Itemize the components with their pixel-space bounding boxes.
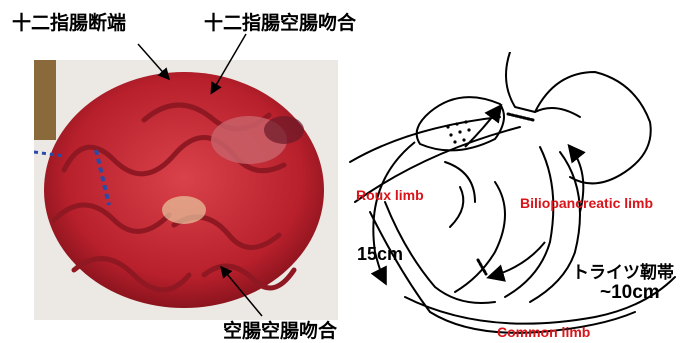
surgical-photo (34, 60, 338, 320)
liver (264, 116, 304, 144)
common-limb-label: Common limb (497, 324, 590, 340)
mesentery (162, 196, 206, 224)
jejunojejunal-anastomosis-label: 空腸空腸吻合 (223, 316, 337, 343)
biliopancreatic-limb-label: Biliopancreatic limb (520, 195, 653, 211)
roux-limb-label: Roux limb (356, 187, 424, 203)
stump-arrow (465, 107, 500, 147)
roux-length-label: 15cm (357, 244, 403, 265)
table-corner (34, 60, 56, 140)
treitz-length-label: ~10cm (600, 282, 660, 304)
treitz-ligament-label: トライツ靭帯 (572, 258, 674, 283)
duodenal-stump-label: 十二指腸断端 (12, 8, 126, 35)
duodenojejunal-anastomosis-label: 十二指腸空腸吻合 (204, 8, 356, 35)
